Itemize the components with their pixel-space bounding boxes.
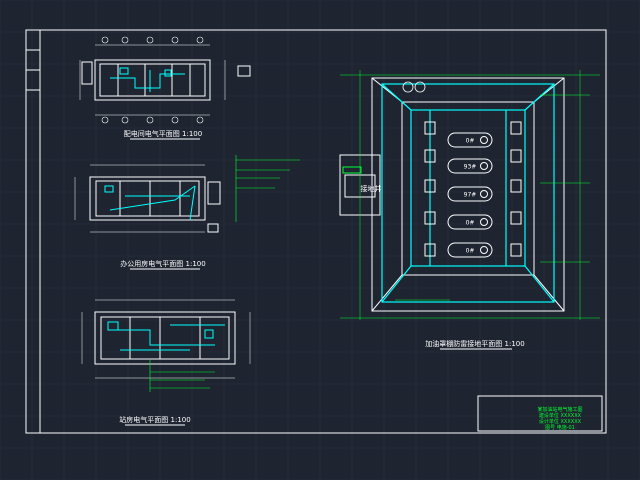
- tank-manhole: [480, 190, 488, 198]
- fuel-tank: [447, 242, 493, 258]
- axis-bubble: [146, 116, 154, 124]
- grounding-pit-label: 接地井: [361, 184, 382, 193]
- tank-manhole: [480, 246, 488, 254]
- axis-bubbles: [101, 36, 204, 124]
- fuel-dispenser: [424, 243, 436, 257]
- fuel-dispenser: [424, 149, 436, 163]
- tank-manhole: [480, 162, 488, 170]
- plan-title-bottom-left: 站房电气平面图 1:100: [119, 415, 190, 424]
- title-block-line4: 图号 电施-01: [545, 424, 575, 431]
- plan-canopy-grounding: 0# 93# 97# 0# 0# 接地井 加油罩棚防雷接地平面图 1:100: [339, 70, 600, 350]
- tank-label: 0#: [466, 248, 475, 255]
- axis-bubble: [196, 116, 204, 124]
- tank-manhole: [480, 136, 488, 144]
- fuel-tank: [447, 158, 493, 174]
- plan-mid-left: 办公用房电气平面图 1:100: [74, 155, 300, 270]
- tank-label: 97#: [464, 192, 477, 199]
- title-block-line1: 某加油站电气施工图: [537, 406, 582, 413]
- axis-bubble: [171, 116, 179, 124]
- axis-bubble: [196, 36, 204, 44]
- fuel-dispenser: [510, 149, 522, 163]
- axis-bubble: [121, 116, 129, 124]
- axis-bubble: [171, 36, 179, 44]
- axis-bubble: [146, 36, 154, 44]
- axis-bubble: [101, 36, 109, 44]
- sheet-frame: [25, 29, 607, 434]
- title-block-line3: 设计单位 XXXXXX: [539, 418, 582, 425]
- tank-label: 93#: [464, 164, 477, 171]
- plan-title-top-left: 配电间电气平面图 1:100: [124, 129, 202, 138]
- fuel-dispenser: [510, 243, 522, 257]
- fuel-dispenser: [510, 211, 522, 225]
- fuel-dispenser: [424, 179, 436, 193]
- axis-bubble: [101, 116, 109, 124]
- fuel-tank: [447, 132, 493, 148]
- grounding-pit: 接地井: [339, 154, 382, 216]
- axis-bubble: [121, 36, 129, 44]
- fuel-dispenser: [510, 121, 522, 135]
- tank-manhole: [480, 218, 488, 226]
- fuel-dispenser: [424, 121, 436, 135]
- tank-label: 0#: [466, 220, 475, 227]
- title-block-line2: 建设单位 XXXXXX: [539, 412, 582, 419]
- title-block: 某加油站电气施工图 建设单位 XXXXXX 设计单位 XXXXXX 图号 电施-…: [477, 395, 603, 432]
- plan-bottom-left: 站房电气平面图 1:100: [81, 299, 251, 426]
- plan-top-left: 配电间电气平面图 1:100: [79, 36, 251, 140]
- fuel-tank: [447, 214, 493, 230]
- plan-title-mid-left: 办公用房电气平面图 1:100: [120, 259, 205, 268]
- fuel-dispenser: [510, 179, 522, 193]
- tank-label: 0#: [466, 138, 475, 145]
- dispenser-group: [424, 121, 522, 257]
- tank-group: 0# 93# 97# 0# 0#: [447, 132, 493, 258]
- plan-title-right: 加油罩棚防雷接地平面图 1:100: [425, 339, 524, 348]
- fuel-dispenser: [424, 211, 436, 225]
- fuel-tank: [447, 186, 493, 202]
